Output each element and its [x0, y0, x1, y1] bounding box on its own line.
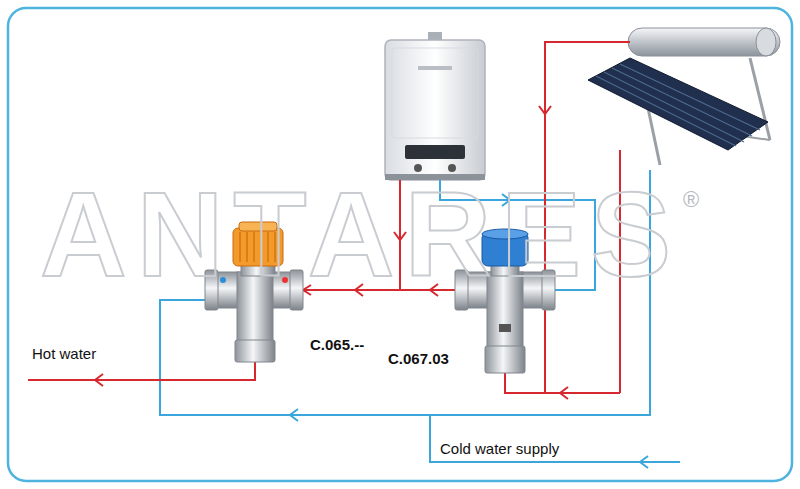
solar-collector [588, 28, 780, 165]
registered-mark: ® [683, 188, 699, 212]
frame [8, 8, 792, 481]
part-number: C.067.03 [388, 350, 449, 367]
watermark: ANTARES [40, 168, 681, 300]
water-heater [385, 32, 485, 180]
part-number: C.065.-- [310, 336, 364, 353]
flow-label: Cold water supply [440, 441, 559, 458]
flow-label: Hot water [32, 346, 96, 363]
